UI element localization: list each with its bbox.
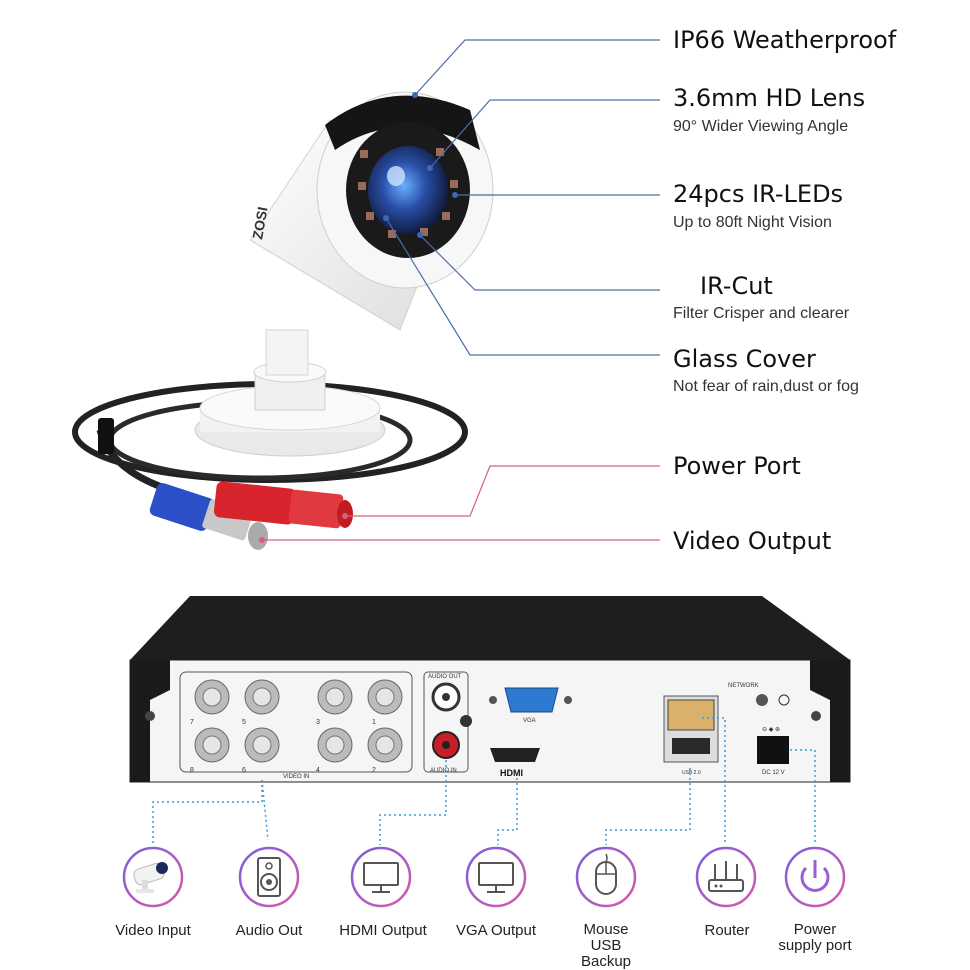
connection-label-mouse-usb: Mouse USB Backup bbox=[580, 921, 632, 970]
feature-title-ir-cut: IR-Cut bbox=[700, 272, 773, 300]
dvr-top bbox=[130, 596, 850, 660]
power-connector-red bbox=[213, 481, 353, 529]
svg-text:2: 2 bbox=[372, 767, 376, 774]
connection-label-vga-output: VGA Output bbox=[455, 922, 537, 939]
feature-sub-ir-cut: Filter Crisper and clearer bbox=[673, 305, 850, 322]
power-icon bbox=[784, 846, 846, 908]
monitor-icon bbox=[465, 846, 527, 908]
svg-text:⊖ ◆ ⊕: ⊖ ◆ ⊕ bbox=[762, 727, 780, 733]
svg-text:6: 6 bbox=[242, 767, 246, 774]
router-icon bbox=[695, 846, 757, 908]
svg-text:HDMI: HDMI bbox=[500, 768, 523, 778]
svg-text:5: 5 bbox=[242, 719, 246, 726]
svg-text:VGA: VGA bbox=[523, 718, 536, 724]
connection-label-power-supply: Power supply port bbox=[778, 921, 852, 954]
camera-icon bbox=[122, 846, 184, 908]
svg-text:AUDIO OUT: AUDIO OUT bbox=[428, 674, 462, 680]
svg-text:4: 4 bbox=[316, 767, 320, 774]
svg-text:VIDEO IN: VIDEO IN bbox=[283, 774, 309, 780]
connection-label-audio-out: Audio Out bbox=[235, 922, 303, 939]
connection-label-router: Router bbox=[704, 922, 750, 939]
feature-title-weatherproof: IP66 Weatherproof bbox=[673, 26, 897, 54]
brand-logo: ZOSI bbox=[249, 206, 270, 241]
svg-text:3: 3 bbox=[316, 719, 320, 726]
feature-sub-ir-leds: Up to 80ft Night Vision bbox=[673, 214, 832, 231]
feature-title-power-port: Power Port bbox=[673, 452, 801, 480]
feature-title-ir-leds: 24pcs IR-LEDs bbox=[673, 180, 844, 208]
feature-sub-lens: 90° Wider Viewing Angle bbox=[673, 118, 849, 135]
feature-title-video-output: Video Output bbox=[673, 527, 832, 555]
svg-text:AUDIO IN: AUDIO IN bbox=[430, 768, 457, 774]
svg-text:USB 2.0: USB 2.0 bbox=[682, 770, 701, 776]
svg-text:8: 8 bbox=[190, 767, 194, 774]
feature-title-lens: 3.6mm HD Lens bbox=[673, 84, 866, 112]
mouse-icon bbox=[575, 846, 637, 908]
svg-text:NETWORK: NETWORK bbox=[728, 683, 759, 689]
feature-title-glass-cover: Glass Cover bbox=[673, 345, 816, 373]
connection-label-video-input: Video Input bbox=[115, 922, 191, 939]
svg-text:7: 7 bbox=[190, 719, 194, 726]
feature-sub-glass-cover: Not fear of rain,dust or fog bbox=[673, 378, 859, 395]
svg-text:DC 12 V: DC 12 V bbox=[762, 770, 785, 776]
bnc-ports bbox=[194, 679, 403, 763]
svg-text:1: 1 bbox=[372, 719, 376, 726]
monitor-icon bbox=[350, 846, 412, 908]
connection-label-hdmi-output: HDMI Output bbox=[339, 922, 427, 939]
speaker-icon bbox=[238, 846, 300, 908]
